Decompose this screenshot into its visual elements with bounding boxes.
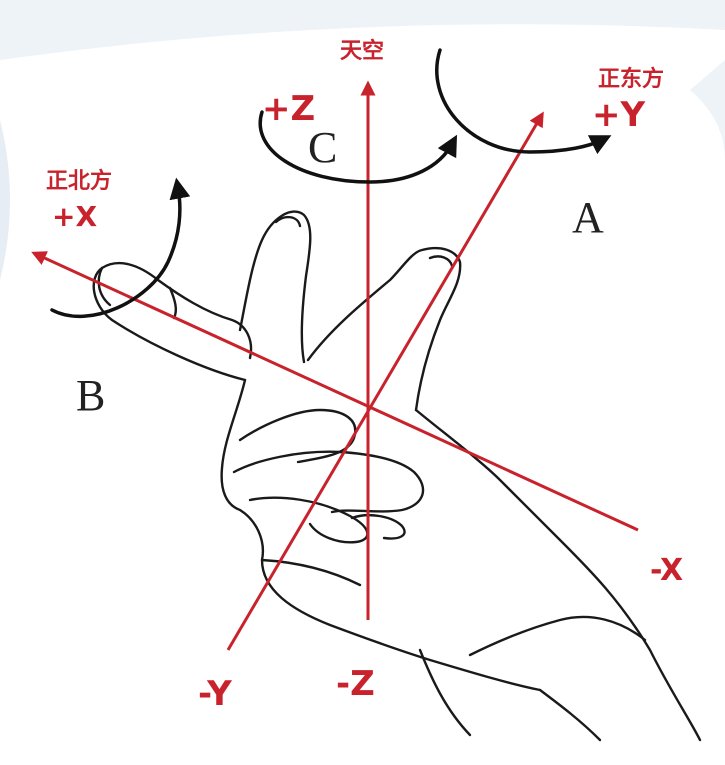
minus-x-label: -X bbox=[650, 553, 683, 588]
hand-icon bbox=[94, 212, 700, 740]
minus-y-label: -Y bbox=[198, 674, 232, 714]
plus-x-label: +X bbox=[52, 200, 97, 233]
sky-label: 天空 bbox=[340, 38, 384, 64]
x-axis bbox=[38, 255, 638, 530]
axes bbox=[38, 88, 638, 650]
rotation-arrows bbox=[52, 50, 602, 316]
y-axis bbox=[228, 118, 540, 650]
plus-y-label: +Y bbox=[592, 95, 645, 135]
wrist bbox=[420, 650, 470, 735]
north-label: 正北方 bbox=[46, 168, 112, 194]
rotation-b-label: B bbox=[76, 371, 105, 420]
rotation-c-label: C bbox=[308, 123, 337, 172]
rotation-a-arrow-icon bbox=[437, 50, 602, 152]
east-label: 正东方 bbox=[598, 66, 664, 92]
minus-z-label: -Z bbox=[336, 664, 375, 704]
index-finger bbox=[94, 263, 251, 380]
rotation-a-label: A bbox=[572, 193, 604, 242]
